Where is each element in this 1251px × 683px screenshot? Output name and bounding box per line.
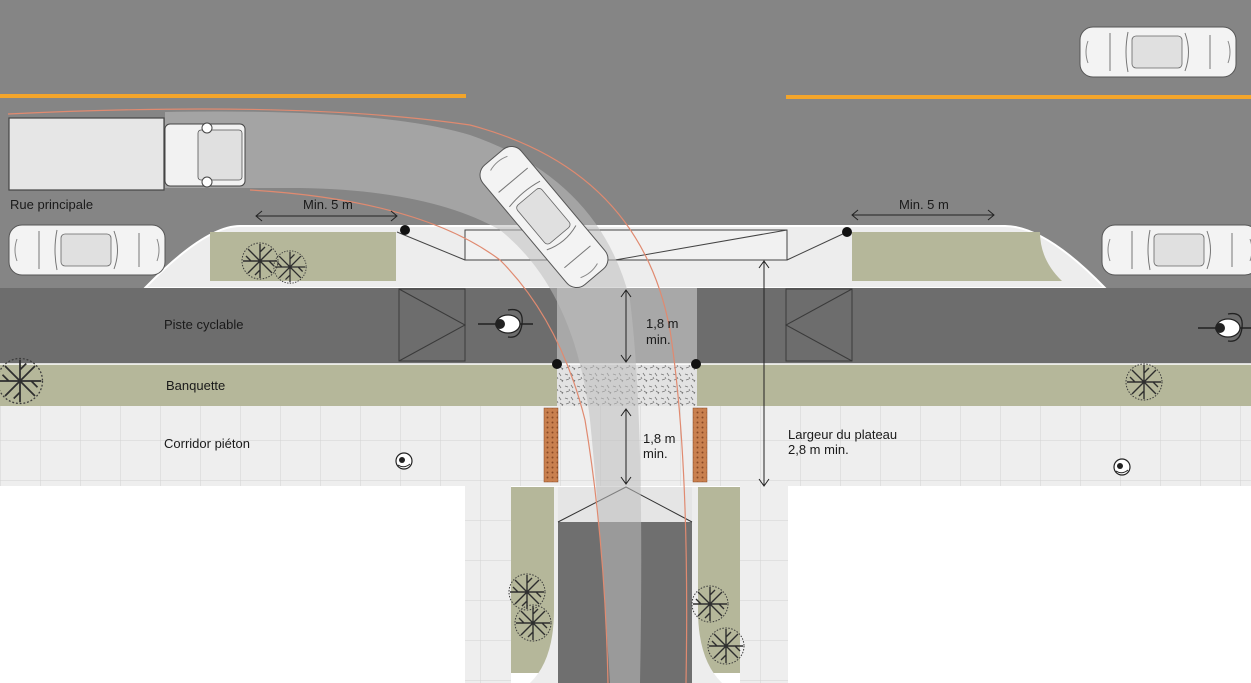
bike-ramp-right [784,288,853,362]
verge-left-bulb [210,232,396,281]
side-verge-right [698,487,740,673]
dim-bike-width-2: min. [646,332,671,347]
pedestrian-icon-left [395,452,413,470]
plateau-ramp-right [614,229,848,261]
label-pedestrian-corridor: Corridor piéton [164,436,250,451]
control-point [842,227,852,237]
dimension-arrow-pedestrian [620,408,632,485]
dim-bike-width-1: 1,8 m [646,316,679,331]
dim-ped-width-2: min. [643,446,668,461]
dim-min-right: Min. 5 m [899,197,949,212]
dimension-arrow-min-left [255,210,398,222]
center-line-right [786,95,1251,99]
car-icon-left [8,224,166,276]
side-curb-left [530,487,560,683]
center-line-left [0,94,466,98]
tactile-strip-right [692,407,708,483]
car-icon-top-right [1079,26,1237,78]
side-street-sidewalk-left [465,486,511,683]
tactile-strip-left [543,407,559,483]
side-street-sidewalk-right [740,486,788,683]
dimension-arrow-min-right [851,209,995,221]
dim-plateau-2: 2,8 m min. [788,442,849,457]
side-verge-left [511,487,554,673]
bike-ramp-left [398,288,467,362]
verge-right-bulb [852,232,1062,281]
control-point [400,225,410,235]
dimension-arrow-bike [620,289,632,363]
label-bike-lane: Piste cyclable [164,317,243,332]
label-main-street: Rue principale [10,197,93,212]
side-curb-right [690,487,722,683]
turn-path-inner [249,189,609,683]
dim-plateau-1: Largeur du plateau [788,427,897,442]
plateau-ramp-left [396,231,466,261]
control-point [691,359,701,369]
bicycle-icon-right [1198,312,1251,342]
bicycle-icon-left [478,308,533,338]
dim-min-left: Min. 5 m [303,197,353,212]
turn-path-outer [7,108,688,683]
control-point [552,359,562,369]
car-icon-right [1101,224,1251,276]
dim-ped-width-1: 1,8 m [643,431,676,446]
truck-icon [8,117,246,191]
pedestrian-icon-right [1113,458,1131,476]
dimension-arrow-plateau [758,260,770,487]
label-verge: Banquette [166,378,225,393]
